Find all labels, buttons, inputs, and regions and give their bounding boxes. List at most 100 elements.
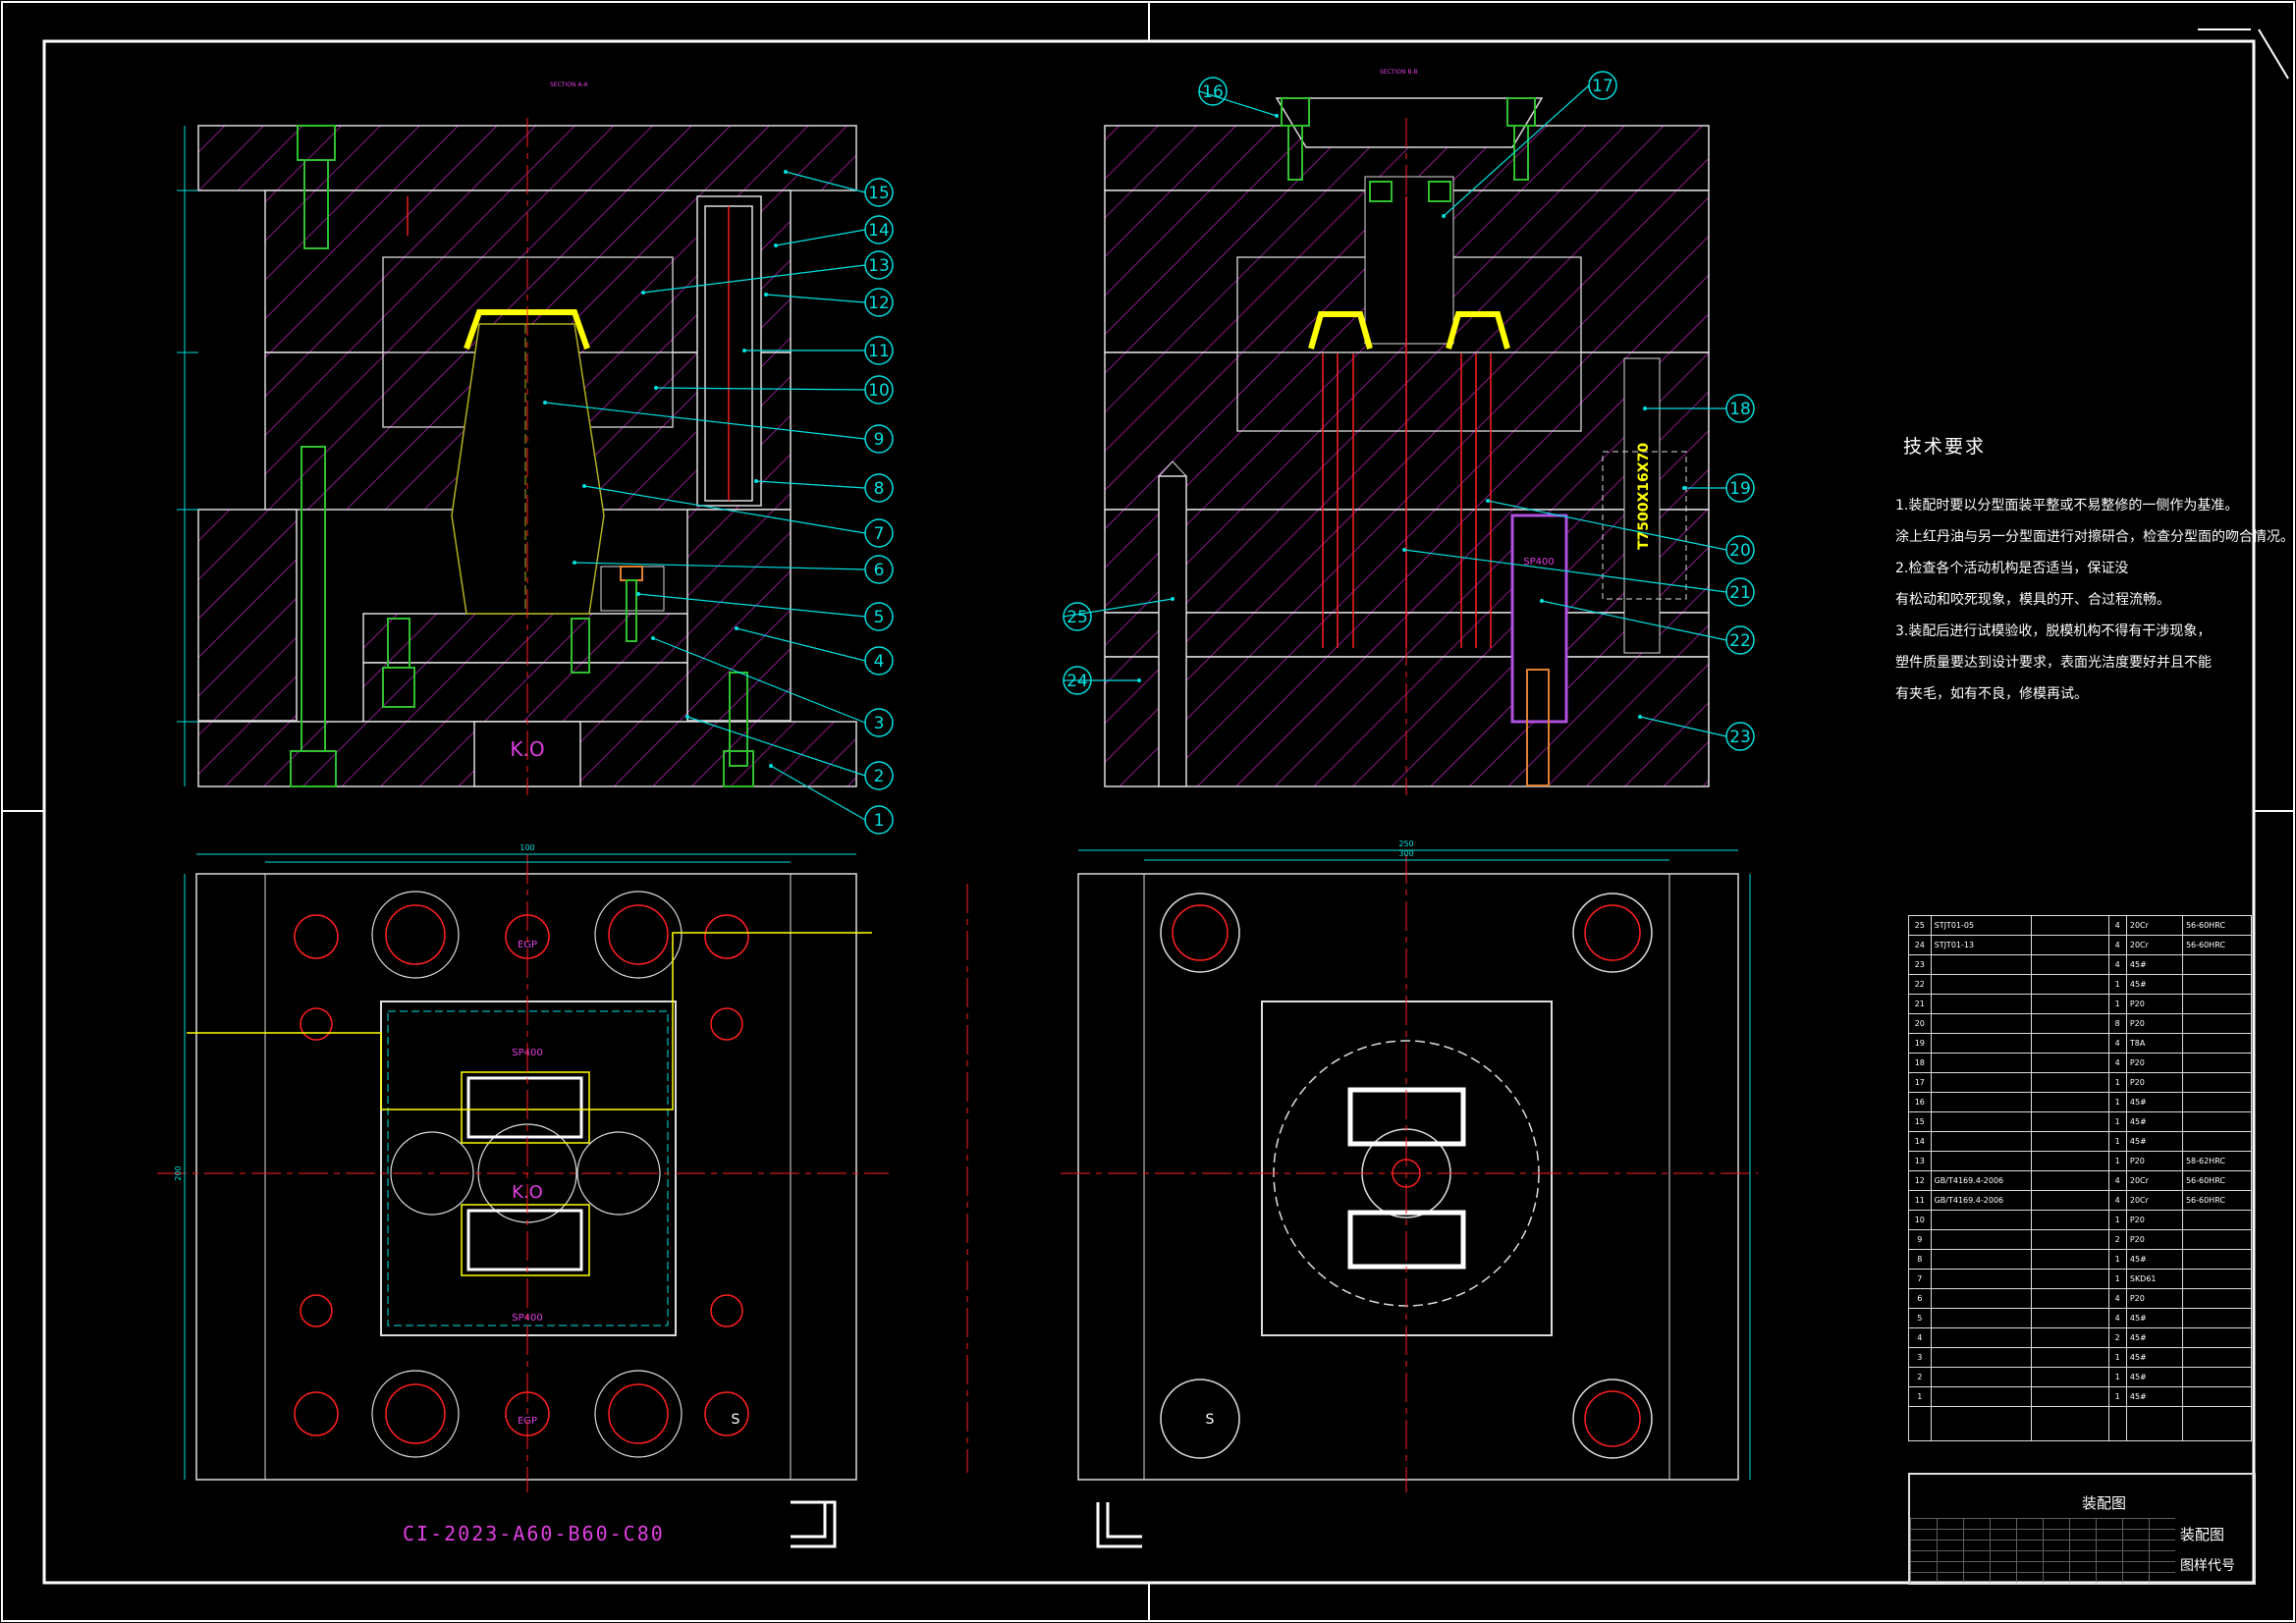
- tech-title: 技术要求: [1903, 436, 1987, 458]
- balloon-circle: [1725, 473, 1755, 503]
- bom-cell: 1: [2107, 994, 2127, 1014]
- title-grid: [1910, 1518, 2175, 1583]
- s-mark-right: S: [1206, 1412, 1215, 1428]
- balloon-number: 11: [868, 342, 890, 361]
- balloon-circle: [864, 555, 894, 584]
- bom-cell: GB/T4169.4-2006: [1930, 1190, 2032, 1211]
- bom-cell: 4: [1908, 1327, 1932, 1348]
- bom-cell: [1930, 1288, 2032, 1309]
- vertical-yellow-label: T7500X16X70: [1636, 443, 1652, 550]
- bom-cell: [1930, 954, 2032, 975]
- egp-label-1: EGP: [518, 940, 537, 950]
- bom-cell: [2030, 935, 2109, 955]
- bom-cell: [2030, 1210, 2109, 1230]
- balloon-number: 12: [868, 294, 890, 313]
- balloon-leader: [1443, 84, 1590, 217]
- bom-header-cell: [2125, 1406, 2183, 1441]
- bom-cell: 1: [2107, 1367, 2127, 1387]
- bom-cell: [1930, 994, 2032, 1014]
- balloon-leader-dot: [774, 243, 778, 247]
- bom-cell: 20Cr: [2125, 1170, 2183, 1191]
- section-view-right: SECTION B-B: [1104, 69, 1710, 795]
- balloon-circle: [1725, 394, 1755, 423]
- bom-cell: [1930, 1327, 2032, 1348]
- bom-cell: 56-60HRC: [2181, 935, 2253, 955]
- bom-cell: [2181, 1229, 2253, 1250]
- dim-100: 100: [519, 843, 534, 852]
- tech-line-3: 2.检查各个活动机构是否适当，保证没: [1895, 561, 2129, 576]
- bom-cell: 45#: [2125, 1367, 2183, 1387]
- bom-cell: 4: [2107, 1170, 2127, 1191]
- bom-header-cell: [1930, 1406, 2032, 1441]
- bom-cell: 8: [1908, 1249, 1932, 1270]
- balloon-number: 20: [1729, 541, 1751, 561]
- bom-cell: 13: [1908, 1151, 1932, 1171]
- balloon-leader: [1403, 549, 1727, 593]
- bom-cell: 56-60HRC: [2181, 915, 2253, 936]
- balloon-leader-dot: [1402, 548, 1406, 552]
- bom-cell: P20: [2125, 994, 2183, 1014]
- s-mark-left: S: [732, 1412, 740, 1428]
- bom-cell: [2030, 1327, 2109, 1348]
- balloon-number: 2: [874, 767, 885, 786]
- balloon-leader-dot: [685, 715, 689, 719]
- bom-cell: 20Cr: [2125, 935, 2183, 955]
- bom-cell: 1: [2107, 1269, 2127, 1289]
- bom-cell: 25: [1908, 915, 1932, 936]
- bom-cell: [1930, 1249, 2032, 1270]
- bom-cell: GB/T4169.4-2006: [1930, 1170, 2032, 1191]
- bom-cell: 1: [2107, 1347, 2127, 1368]
- bom-cell: 1: [2107, 1210, 2127, 1230]
- bom-cell: 1: [2107, 1386, 2127, 1407]
- bom-cell: 24: [1908, 935, 1932, 955]
- bom-cell: 4: [2107, 954, 2127, 975]
- bom-cell: [2030, 1111, 2109, 1132]
- section-view-left: SECTION A-A: [177, 81, 857, 795]
- balloon-circle: [1063, 666, 1092, 695]
- bom-cell: 4: [2107, 935, 2127, 955]
- bom-header-cell: [2030, 1406, 2109, 1441]
- balloon-leader-dot: [651, 636, 655, 640]
- balloon-number: 22: [1729, 631, 1751, 651]
- balloon-circle: [864, 250, 894, 280]
- bom-cell: [2181, 1210, 2253, 1230]
- bom-cell: 21: [1908, 994, 1932, 1014]
- bom-cell: 2: [2107, 1327, 2127, 1348]
- bom-cell: 20Cr: [2125, 1190, 2183, 1211]
- title-drawing-no: 图样代号: [2180, 1558, 2235, 1574]
- balloon-number: 25: [1066, 608, 1088, 627]
- bom-cell: [2030, 1386, 2109, 1407]
- bom-cell: [2181, 1386, 2253, 1407]
- balloon-circle: [864, 375, 894, 405]
- bom-cell: 5: [1908, 1308, 1932, 1328]
- bom-cell: 56-60HRC: [2181, 1170, 2253, 1191]
- bom-cell: P20: [2125, 1229, 2183, 1250]
- bom-cell: P20: [2125, 1053, 2183, 1073]
- bom-cell: 6: [1908, 1288, 1932, 1309]
- bom-cell: P20: [2125, 1288, 2183, 1309]
- balloon-circle: [864, 805, 894, 835]
- bom-cell: [2030, 1092, 2109, 1112]
- bom-cell: [2181, 1072, 2253, 1093]
- balloon-leader-dot: [769, 764, 773, 768]
- bom-cell: 45#: [2125, 1131, 2183, 1152]
- balloon-leader: [686, 716, 866, 777]
- balloon-circle: [864, 336, 894, 365]
- balloon-circle: [864, 288, 894, 317]
- bom-cell: 12: [1908, 1170, 1932, 1191]
- bom-cell: [2181, 974, 2253, 995]
- balloon-circle: [864, 761, 894, 790]
- bom-cell: 17: [1908, 1072, 1932, 1093]
- balloon-leader-dot: [1682, 486, 1686, 490]
- bom-cell: 45#: [2125, 1347, 2183, 1368]
- bom-cell: [2030, 994, 2109, 1014]
